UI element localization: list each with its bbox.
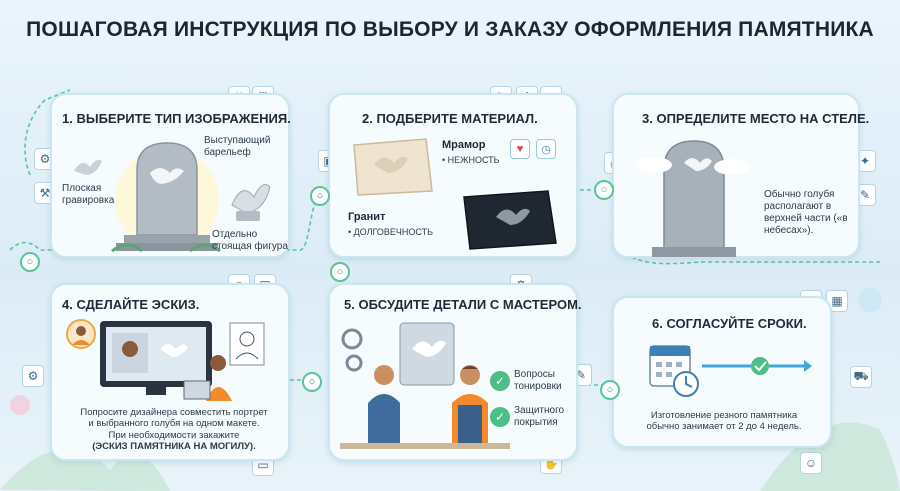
marble-note: • НЕЖНОСТЬ bbox=[442, 155, 500, 165]
timeframe-note: Изготовление резного памятника обычно за… bbox=[624, 410, 824, 433]
master-consultation-illustration bbox=[340, 322, 510, 449]
truck-icon: ⛟ bbox=[850, 366, 872, 388]
step-2-card: 2. ПОДБЕРИТЕ МАТЕРИАЛ. Мрамор • НЕЖНОСТЬ… bbox=[328, 93, 578, 258]
step-1-title: 1. ВЫБЕРИТЕ ТИП ИЗОБРАЖЕНИЯ. bbox=[62, 111, 291, 126]
path-node-4: ○ bbox=[20, 252, 40, 272]
step-3-title: 3. ОПРЕДЕЛИТЕ МЕСТО НА СТЕЛЕ. bbox=[642, 111, 870, 126]
step-5-title: 5. ОБСУДИТЕ ДЕТАЛИ С МАСТЕРОМ. bbox=[344, 297, 582, 312]
granite-note: • ДОЛГОВЕЧНОСТЬ bbox=[348, 227, 434, 237]
heart-icon: ♥ bbox=[510, 139, 530, 159]
step-4-line-1: Попросите дизайнера совместить портрет bbox=[80, 407, 268, 418]
flat-engraving-label: Плоская гравировка bbox=[62, 183, 115, 206]
designer-at-laptop bbox=[183, 355, 232, 401]
path-node-2: ○ bbox=[594, 180, 614, 200]
relief-label: Выступающий барельеф bbox=[204, 135, 271, 158]
granite-slab-illustration bbox=[463, 190, 557, 250]
step-4-text: Попросите дизайнера совместить портрет и… bbox=[62, 407, 286, 453]
granite-label: Гранит bbox=[348, 211, 386, 223]
timeframe-line-2: обычно занимает от 2 до 4 недель. bbox=[646, 421, 802, 433]
step-4-bold-line: (ЭСКИЗ ПАМЯТНИКА НА МОГИЛУ). bbox=[92, 441, 256, 453]
step-4-line-2: и выбранного голубя на одном макете. bbox=[88, 418, 260, 430]
step-5-card: 5. ОБСУДИТЕ ДЕТАЛИ С МАСТЕРОМ. ✓ Вопросы… bbox=[328, 283, 582, 461]
step-3-card: 3. ОПРЕДЕЛИТЕ МЕСТО НА СТЕЛЕ. Обычно гол… bbox=[612, 93, 869, 258]
step-6-title: 6. СОГЛАСУЙТЕ СРОКИ. bbox=[652, 316, 807, 331]
step-2-title: 2. ПОДБЕРИТЕ МАТЕРИАЛ. bbox=[362, 111, 538, 126]
person-icon: ☺ bbox=[800, 452, 822, 474]
marble-slab-illustration bbox=[353, 138, 433, 196]
timeline-illustration bbox=[649, 345, 812, 397]
monitor-illustration bbox=[100, 321, 212, 395]
gear-icon: ⚙ bbox=[22, 365, 44, 387]
standing-figure-label: Отдельно стоящая фигура bbox=[212, 229, 288, 252]
step-4-title: 4. СДЕЛАЙТЕ ЭСКИЗ. bbox=[62, 297, 200, 312]
path-node-6: ○ bbox=[600, 380, 620, 400]
placement-note: Обычно голубя располагают в верхней част… bbox=[764, 189, 848, 236]
standing-dove-figure bbox=[231, 184, 271, 221]
headstone-relief-illustration bbox=[111, 142, 221, 253]
step-4-line-3: При необходимости закажите bbox=[108, 429, 240, 441]
bullet-toning: Вопросы тонировки bbox=[514, 369, 562, 392]
flat-dove-icon bbox=[74, 159, 102, 175]
step-4-card: 4. СДЕЛАЙТЕ ЭСКИЗ. Попросите дизайнера с… bbox=[50, 283, 290, 461]
path-node-5: ○ bbox=[302, 372, 322, 392]
step-6-card: 6. СОГЛАСУЙТЕ СРОКИ. Изготовление резног… bbox=[612, 296, 832, 448]
path-node-3: ○ bbox=[330, 262, 350, 282]
timeframe-line-1: Изготовление резного памятника bbox=[650, 410, 798, 421]
designer-avatar bbox=[66, 319, 96, 349]
stele-illustration bbox=[636, 140, 750, 257]
bullet-coating: Защитного покрытия bbox=[514, 405, 565, 428]
page-title: ПОШАГОВАЯ ИНСТРУКЦИЯ ПО ВЫБОРУ И ЗАКАЗУ … bbox=[26, 18, 874, 41]
clock-icon: ◷ bbox=[536, 139, 556, 159]
bullet-1-check-icon: ✓ bbox=[490, 371, 510, 391]
path-node-1: ○ bbox=[310, 186, 330, 206]
bullet-2-check-icon: ✓ bbox=[490, 407, 510, 427]
step-1-card: 1. ВЫБЕРИТЕ ТИП ИЗОБРАЖЕНИЯ. Выступающий… bbox=[50, 93, 291, 258]
marble-label: Мрамор bbox=[442, 139, 486, 151]
portrait-sketch bbox=[229, 322, 265, 366]
